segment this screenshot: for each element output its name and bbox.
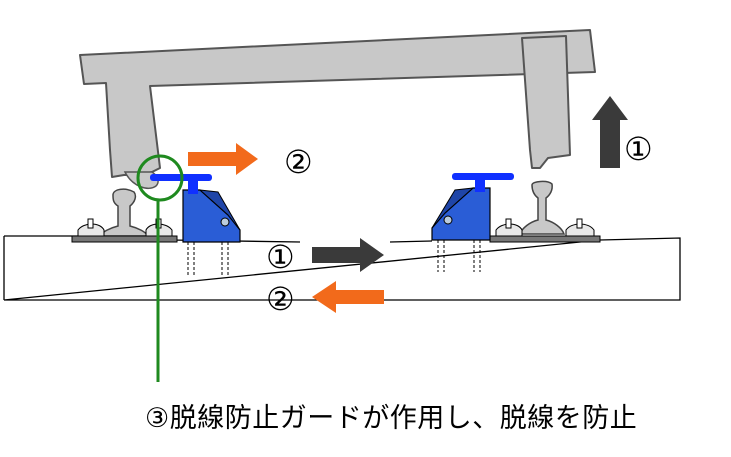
vehicle-body bbox=[79, 29, 596, 178]
left-arrow-orange-icon bbox=[312, 281, 384, 313]
contact-highlight-circle bbox=[136, 154, 184, 382]
caption-text: ③脱線防止ガードが作用し、脱線を防止 bbox=[145, 403, 638, 434]
left-rail bbox=[98, 188, 150, 237]
label-step2-mid: ② bbox=[266, 280, 295, 318]
label-step2-top: ② bbox=[284, 143, 313, 181]
right-arrow-orange-icon bbox=[188, 143, 258, 175]
right-rail bbox=[518, 180, 566, 235]
up-arrow-icon bbox=[592, 96, 628, 168]
right-derailment-guard bbox=[431, 173, 514, 272]
right-rail-fastener bbox=[489, 218, 601, 243]
right-arrow-dark-icon bbox=[312, 238, 384, 272]
label-step1-top: ① bbox=[624, 130, 653, 168]
left-derailment-guard bbox=[150, 174, 241, 275]
label-step1-mid: ① bbox=[266, 238, 295, 276]
